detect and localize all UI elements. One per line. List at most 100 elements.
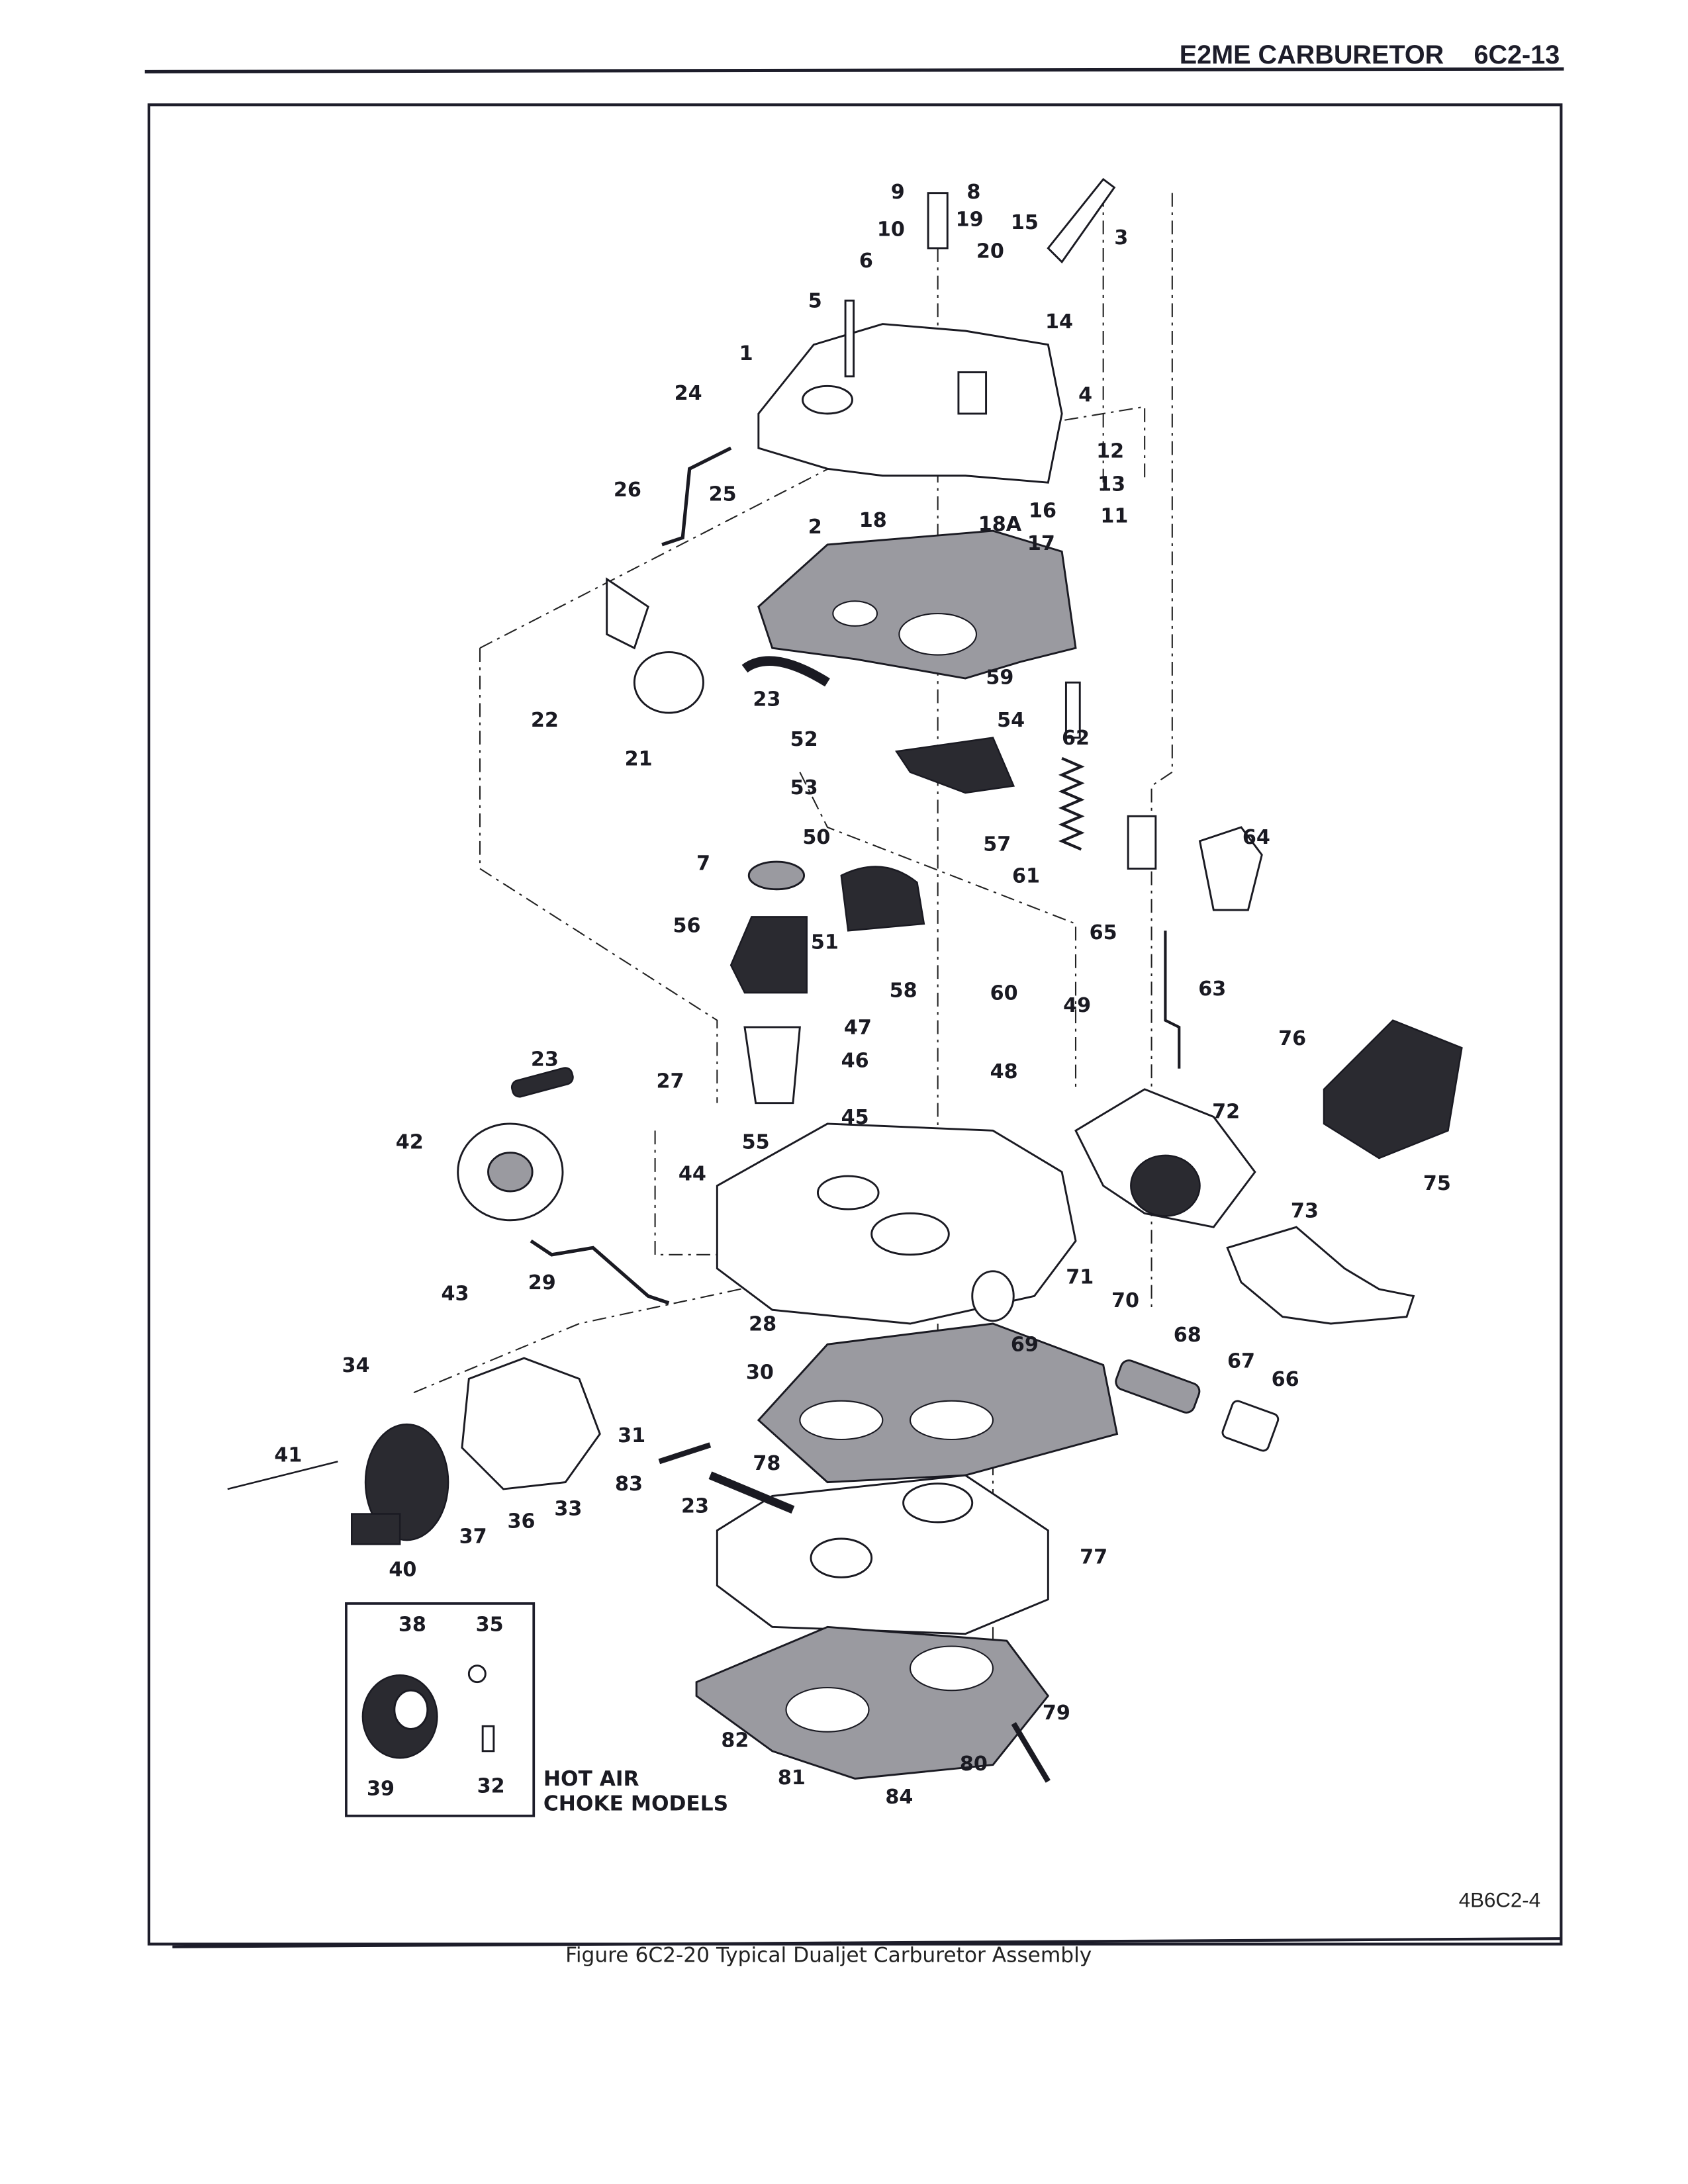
part-callout: 12 bbox=[1096, 440, 1124, 463]
part-callout: 52 bbox=[790, 728, 818, 751]
choke-rod bbox=[530, 1239, 670, 1305]
gasket-hole bbox=[832, 600, 878, 627]
part-callout: 84 bbox=[885, 1786, 913, 1809]
screw bbox=[658, 1442, 712, 1465]
part-callout: 9 bbox=[891, 181, 905, 204]
part-callout: 5 bbox=[808, 290, 822, 313]
part-callout: 23 bbox=[753, 688, 780, 711]
part-callout: 63 bbox=[1198, 978, 1226, 1001]
drawing-reference: 4B6C2-4 bbox=[1459, 1888, 1540, 1911]
part-callout: 43 bbox=[441, 1283, 469, 1306]
gasket-hole bbox=[909, 1645, 994, 1692]
part-callout: 82 bbox=[721, 1729, 749, 1752]
part-callout: 48 bbox=[990, 1060, 1018, 1083]
part-callout: 45 bbox=[841, 1106, 869, 1129]
vacuum-hose bbox=[741, 656, 830, 687]
hose bbox=[510, 1067, 574, 1098]
screw bbox=[844, 299, 855, 378]
part-callout: 3 bbox=[1114, 226, 1128, 250]
part-callout: 57 bbox=[983, 833, 1011, 856]
choke-rod bbox=[661, 446, 732, 547]
fuel-inlet-nut bbox=[1221, 1400, 1280, 1452]
part-callout: 2 bbox=[808, 516, 822, 539]
part-callout: 39 bbox=[367, 1778, 395, 1801]
part-callout: 20 bbox=[976, 240, 1004, 263]
part-callout: 79 bbox=[1043, 1702, 1070, 1725]
bore bbox=[870, 1212, 950, 1256]
part-callout: 36 bbox=[507, 1510, 535, 1533]
solenoid bbox=[1127, 815, 1157, 870]
part-callout: 47 bbox=[844, 1017, 872, 1040]
part-callout: 18 bbox=[859, 509, 887, 532]
part-callout: 49 bbox=[1063, 994, 1091, 1017]
hot-air-choke-inset bbox=[345, 1602, 536, 1817]
part-callout: 24 bbox=[675, 382, 702, 405]
wiring-connector bbox=[1198, 826, 1263, 911]
part-callout: 16 bbox=[1029, 499, 1056, 522]
part-callout: 4 bbox=[1078, 383, 1092, 406]
part-callout: 32 bbox=[477, 1774, 505, 1797]
part-callout: 28 bbox=[749, 1312, 776, 1336]
fuel-inlet bbox=[971, 1270, 1015, 1322]
part-callout: 53 bbox=[790, 776, 818, 799]
part-callout: 71 bbox=[1066, 1266, 1094, 1289]
part-callout: 81 bbox=[778, 1766, 806, 1790]
part-callout: 38 bbox=[399, 1614, 426, 1637]
part-callout: 67 bbox=[1227, 1350, 1255, 1373]
part-callout: 73 bbox=[1291, 1200, 1319, 1223]
part-callout: 10 bbox=[877, 218, 905, 241]
mounting-bracket bbox=[1226, 1226, 1415, 1325]
part-callout: 51 bbox=[811, 931, 839, 954]
section-title: E2ME CARBURETOR bbox=[1180, 40, 1444, 69]
filler-block bbox=[743, 1026, 801, 1105]
part-callout: 66 bbox=[1272, 1368, 1299, 1391]
part-callout: 58 bbox=[890, 979, 917, 1002]
part-callout: 69 bbox=[1011, 1334, 1039, 1357]
part-callout: 50 bbox=[802, 826, 830, 849]
assembly-line bbox=[799, 772, 1077, 1089]
air-horn-boss bbox=[957, 371, 988, 415]
assembly-line bbox=[1150, 193, 1173, 1310]
thermostatic-coil bbox=[393, 1689, 429, 1730]
part-callout: 64 bbox=[1243, 826, 1270, 849]
part-callout: 23 bbox=[531, 1048, 559, 1071]
idle-speed-solenoid bbox=[1130, 1154, 1201, 1217]
part-callout: 21 bbox=[625, 747, 653, 770]
part-callout: 19 bbox=[956, 208, 984, 232]
idle-speed-control-motor bbox=[1323, 1019, 1463, 1160]
rod bbox=[1164, 931, 1181, 1069]
part-callout: 25 bbox=[709, 482, 737, 506]
vacuum-break-bracket bbox=[606, 577, 649, 650]
part-callout: 23 bbox=[681, 1494, 709, 1518]
part-callout: 17 bbox=[1027, 532, 1055, 555]
air-horn-gasket bbox=[757, 529, 1077, 680]
part-callout: 31 bbox=[618, 1424, 645, 1447]
part-callout: 42 bbox=[396, 1130, 424, 1154]
inset-note-line2: CHOKE MODELS bbox=[543, 1792, 728, 1815]
air-horn bbox=[757, 323, 1063, 484]
part-callout: 77 bbox=[1080, 1546, 1107, 1569]
choke-hub bbox=[487, 1152, 534, 1193]
part-callout: 18A bbox=[978, 513, 1022, 536]
part-callout: 46 bbox=[841, 1050, 869, 1073]
part-callout: 7 bbox=[696, 852, 710, 876]
part-callout: 61 bbox=[1012, 864, 1040, 887]
part-callout: 35 bbox=[476, 1614, 504, 1637]
gasket-hole bbox=[799, 1400, 884, 1441]
part-callout: 55 bbox=[742, 1130, 770, 1154]
part-callout: 76 bbox=[1278, 1027, 1306, 1050]
part-callout: 78 bbox=[753, 1452, 780, 1475]
part-callout: 72 bbox=[1212, 1101, 1240, 1124]
float bbox=[840, 866, 925, 932]
gasket-hole bbox=[785, 1686, 870, 1733]
part-callout: 60 bbox=[990, 981, 1018, 1005]
part-callout: 59 bbox=[986, 666, 1013, 689]
vacuum-break bbox=[633, 651, 704, 714]
part-callout: 33 bbox=[554, 1498, 582, 1521]
part-callout: 83 bbox=[615, 1473, 643, 1496]
electric-choke-cover bbox=[364, 1423, 449, 1541]
part-callout: 65 bbox=[1090, 921, 1117, 944]
float-bowl-insert bbox=[747, 860, 806, 891]
